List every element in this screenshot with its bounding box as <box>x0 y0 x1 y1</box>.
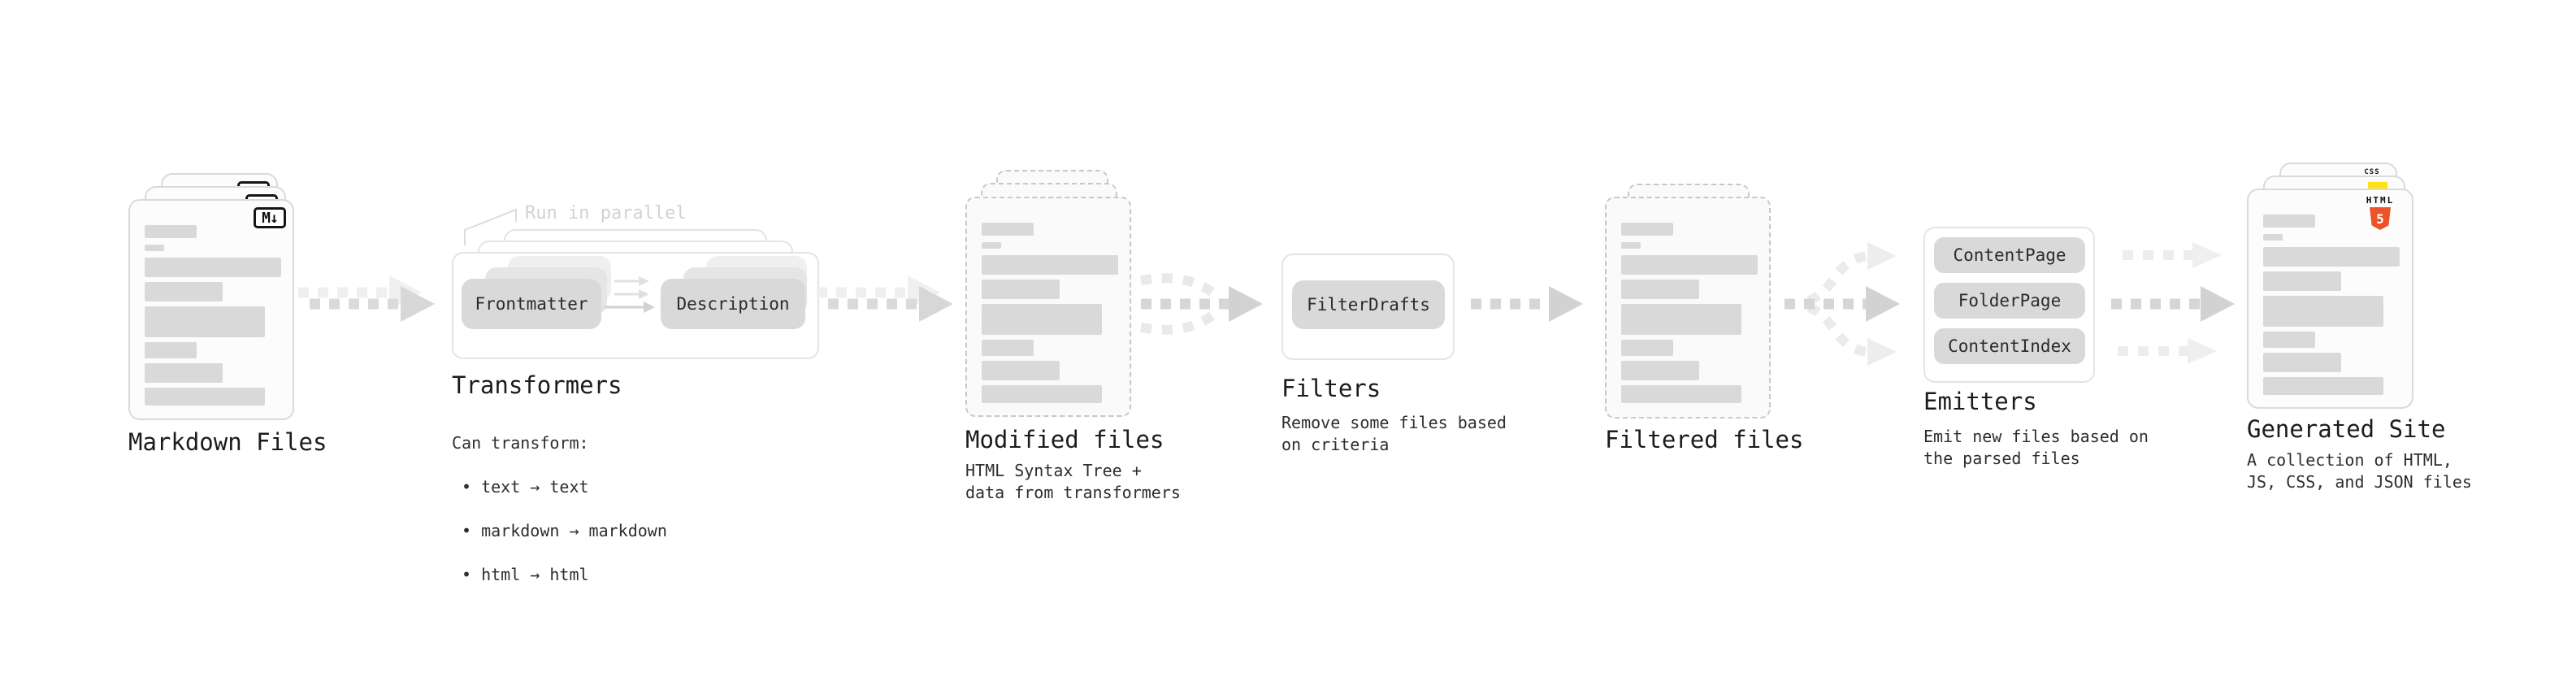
pill-description: Description <box>661 279 805 329</box>
generated-site-label: Generated Site <box>2247 415 2446 443</box>
modified-files-label: Modified files <box>965 426 1164 453</box>
emitters-description: Emit new files based on the parsed files <box>1923 427 2149 468</box>
transformers-label: Transformers <box>452 371 622 399</box>
pill-contentpage: ContentPage <box>1934 237 2085 273</box>
css-icon-text: CSS <box>2364 168 2380 176</box>
document-content-placeholder <box>1607 198 1769 417</box>
filtered-file-front <box>1605 197 1771 419</box>
generated-site-description: A collection of HTML, JS, CSS, and JSON … <box>2247 450 2472 492</box>
arrow-emitters-to-generated <box>2111 242 2235 364</box>
pill-contentindex: ContentIndex <box>1934 328 2085 364</box>
document-content-placeholder <box>130 201 293 419</box>
markdown-icon: M↓ <box>254 207 286 228</box>
run-in-parallel-annotation: Run in parallel <box>525 203 687 223</box>
transform-bullet: • html → html <box>462 565 589 584</box>
transformers-description: Can transform: • text → text • markdown … <box>452 410 667 608</box>
emitters-label: Emitters <box>1923 388 2037 415</box>
document-content-placeholder <box>967 198 1130 415</box>
arrow-filters-to-filtered <box>1471 286 1583 322</box>
filtered-files-label: Filtered files <box>1605 426 1804 453</box>
filters-description: Remove some files based on criteria <box>1281 413 1507 454</box>
transform-bullet: • markdown → markdown <box>462 521 667 540</box>
arrow-transformers-to-modified <box>817 275 953 322</box>
filters-label: Filters <box>1281 375 1381 402</box>
modified-files-description: HTML Syntax Tree + data from transformer… <box>965 461 1181 502</box>
pill-filterdrafts: FilterDrafts <box>1292 280 1445 329</box>
html5-icon-text: HTML <box>2366 195 2395 206</box>
arrow-markdown-to-transformers <box>298 275 435 322</box>
can-transform-text: Can transform: <box>452 433 589 453</box>
generated-file-html: HTML 5 <box>2247 189 2413 409</box>
arrow-modified-to-filters <box>1139 273 1263 335</box>
document-content-placeholder <box>2249 190 2412 407</box>
markdown-file-front: M↓ <box>128 199 294 420</box>
pill-folderpage: FolderPage <box>1934 283 2085 319</box>
modified-file-front <box>965 197 1131 417</box>
arrow-filtered-to-emitters <box>1785 242 1900 366</box>
transform-bullet: • text → text <box>462 477 589 497</box>
pill-frontmatter: Frontmatter <box>462 279 601 329</box>
html5-icon: HTML 5 <box>2358 195 2402 230</box>
markdown-files-label: Markdown Files <box>128 428 327 456</box>
